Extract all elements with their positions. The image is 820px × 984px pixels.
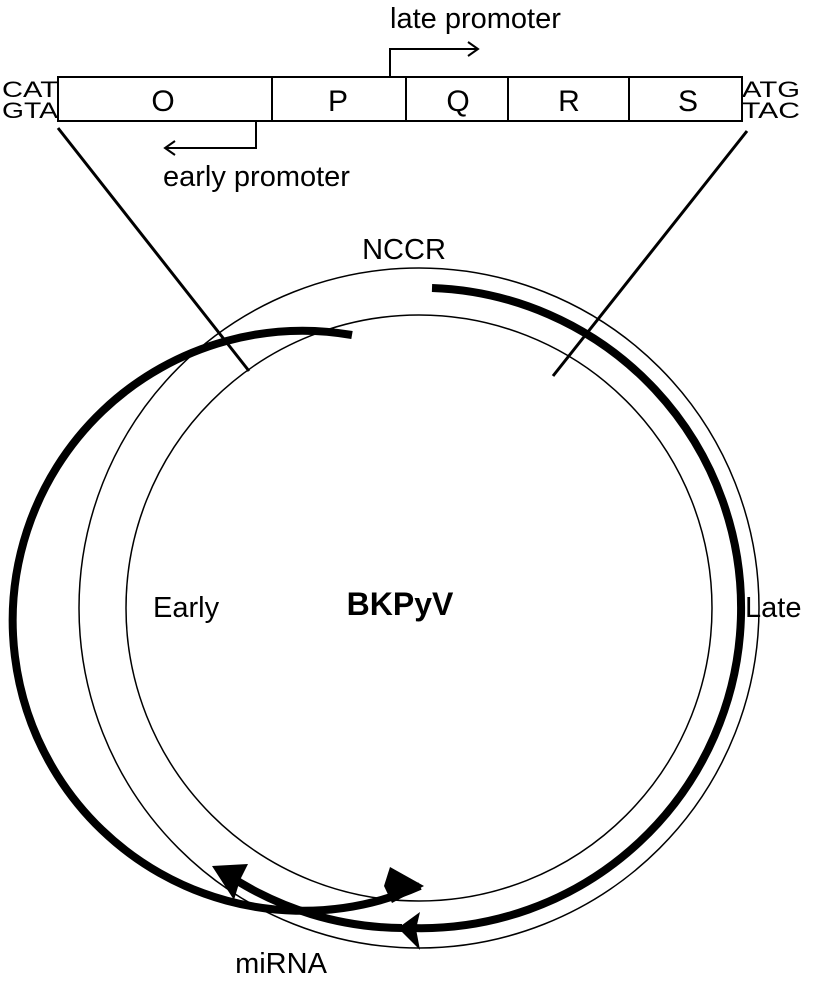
mirna-arc [225, 871, 403, 932]
late-label: Late [745, 592, 801, 624]
early-region-arc [8, 326, 422, 915]
left-flank-top: CAT [2, 77, 58, 102]
early-label: Early [153, 592, 220, 624]
early-promoter-arrow [163, 121, 257, 156]
mirna-arrowhead [212, 864, 248, 900]
late-arrowhead [398, 912, 420, 950]
late-promoter-label: late promoter [390, 3, 561, 35]
nccr-segment-q: Q [446, 85, 469, 118]
nccr-box [57, 76, 743, 122]
right-flank-top: ATG [742, 77, 800, 102]
genome-inner-ring [125, 314, 713, 902]
nccr-segment-o: O [151, 85, 174, 118]
nccr-label: NCCR [362, 234, 446, 266]
mirna-label: miRNA [235, 948, 327, 980]
early-arrowhead [384, 867, 424, 903]
late-promoter-arrow [389, 41, 480, 77]
right-flank-bottom: TAC [742, 98, 800, 123]
left-connector-line [56, 127, 251, 372]
late-region-arc [409, 284, 746, 933]
nccr-segment-p: P [328, 85, 348, 118]
nccr-segment-r: R [558, 85, 580, 118]
left-flank-bottom: GTA [2, 98, 58, 123]
nccr-segment-s: S [678, 85, 698, 118]
virus-name-label: BKPyV [347, 586, 454, 622]
right-connector-line [551, 130, 749, 377]
early-promoter-label: early promoter [163, 161, 350, 193]
